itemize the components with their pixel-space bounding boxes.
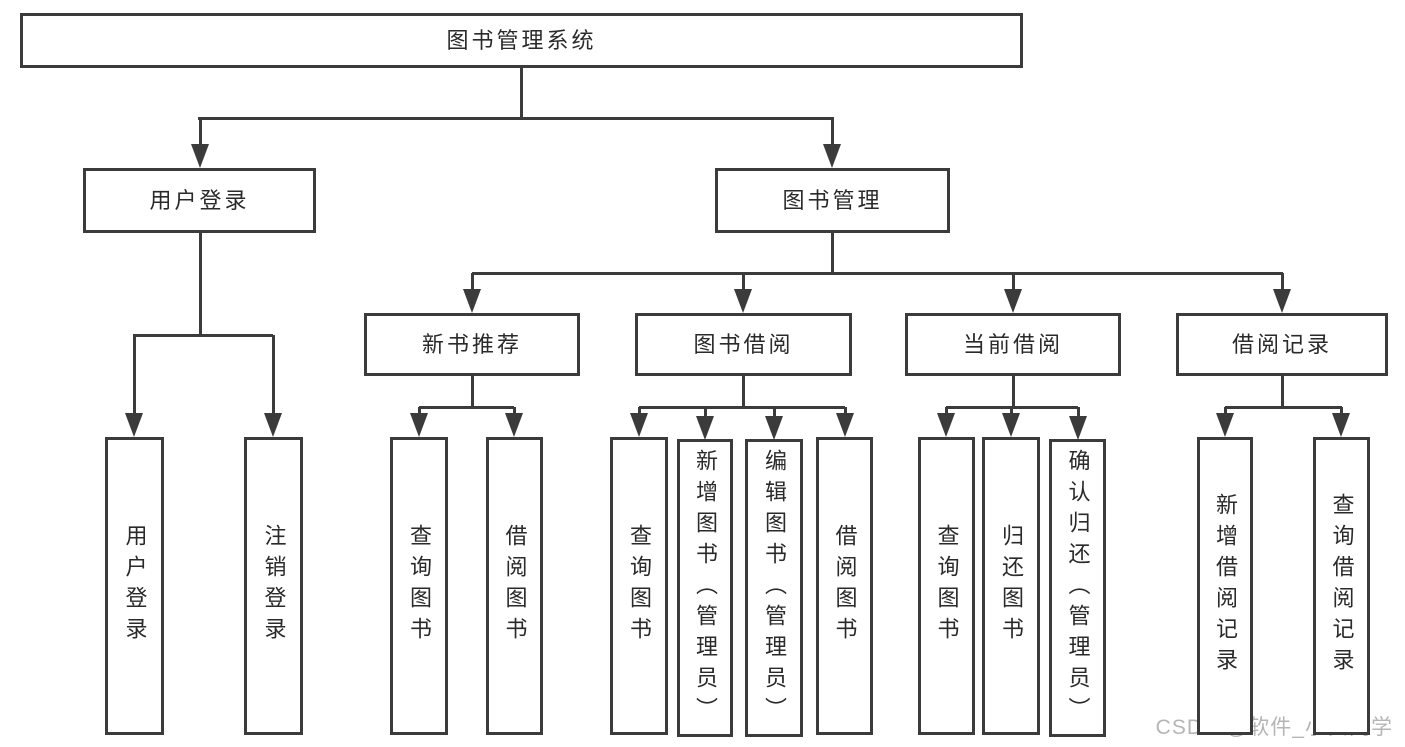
arrow-head-icon bbox=[696, 416, 714, 440]
node-user-login: 用户登录 bbox=[83, 168, 316, 233]
arrow-head-icon bbox=[1069, 416, 1087, 440]
node-label-user-login: 用户登录 bbox=[149, 187, 250, 213]
node-label-current-borrowing: 当前借阅 bbox=[962, 331, 1063, 357]
node-label-query-book-current: 查询图书 bbox=[934, 524, 960, 648]
connector-line-vertical bbox=[1011, 376, 1015, 407]
connector-line-vertical bbox=[519, 68, 523, 118]
arrow-head-icon bbox=[1273, 289, 1291, 313]
arrow-shaft bbox=[843, 407, 847, 415]
node-query-book-recommend: 查询图书 bbox=[390, 437, 448, 735]
node-add-borrow-record: 新增借阅记录 bbox=[1197, 437, 1253, 735]
node-label-user-login-leaf: 用户登录 bbox=[122, 524, 148, 648]
node-label-new-book-recommend: 新书推荐 bbox=[421, 331, 522, 357]
node-label-confirm-return-admin: 确认归还（管理员） bbox=[1065, 448, 1091, 728]
arrow-head-icon bbox=[1004, 289, 1022, 313]
node-edit-book-admin: 编辑图书（管理员） bbox=[745, 439, 803, 737]
arrow-head-icon bbox=[1332, 413, 1350, 437]
arrow-shaft bbox=[271, 335, 275, 415]
arrow-head-icon bbox=[1002, 413, 1020, 437]
connector-line-vertical bbox=[1280, 376, 1284, 407]
node-borrow-book-recommend: 借阅图书 bbox=[486, 437, 543, 735]
node-label-borrow-book-recommend: 借阅图书 bbox=[502, 524, 528, 648]
arrow-head-icon bbox=[630, 413, 648, 437]
arrow-shaft bbox=[132, 335, 136, 415]
arrow-head-icon bbox=[410, 413, 428, 437]
arrow-head-icon bbox=[191, 144, 209, 168]
connector-line-vertical bbox=[830, 233, 834, 273]
connector-line-vertical bbox=[470, 376, 474, 407]
node-label-add-borrow-record: 新增借阅记录 bbox=[1213, 493, 1238, 679]
node-label-root: 图书管理系统 bbox=[446, 27, 597, 53]
arrow-shaft bbox=[741, 273, 745, 291]
node-label-book-borrowing: 图书借阅 bbox=[693, 331, 794, 357]
connector-line-vertical bbox=[741, 376, 745, 407]
arrow-shaft bbox=[637, 407, 641, 415]
node-borrow-records: 借阅记录 bbox=[1176, 313, 1388, 376]
node-book-borrowing: 图书借阅 bbox=[635, 313, 852, 376]
connector-line-horizontal bbox=[639, 405, 845, 409]
node-label-query-book-recommend: 查询图书 bbox=[407, 524, 432, 648]
arrow-head-icon bbox=[836, 413, 854, 437]
node-label-edit-book-admin: 编辑图书（管理员） bbox=[762, 448, 787, 728]
node-root: 图书管理系统 bbox=[20, 13, 1023, 68]
node-label-query-book-borrowing: 查询图书 bbox=[627, 524, 652, 648]
connector-line-horizontal bbox=[198, 116, 834, 120]
connector-line-horizontal bbox=[133, 333, 273, 337]
node-query-book-current: 查询图书 bbox=[918, 437, 975, 735]
node-logout-leaf: 注销登录 bbox=[244, 437, 303, 735]
arrow-shaft bbox=[1009, 407, 1013, 415]
node-new-book-recommend: 新书推荐 bbox=[364, 313, 580, 376]
connector-line-horizontal bbox=[472, 271, 1283, 275]
arrow-shaft bbox=[1280, 273, 1284, 291]
arrow-head-icon bbox=[125, 413, 143, 437]
node-query-borrow-record: 查询借阅记录 bbox=[1313, 437, 1370, 735]
arrow-shaft bbox=[703, 407, 707, 418]
arrow-head-icon bbox=[1216, 413, 1234, 437]
arrow-shaft bbox=[944, 407, 948, 415]
arrow-shaft bbox=[198, 118, 202, 146]
arrow-shaft bbox=[1339, 407, 1343, 415]
arrow-shaft bbox=[830, 118, 834, 146]
node-borrow-book-borrowing: 借阅图书 bbox=[816, 437, 873, 735]
arrow-shaft bbox=[417, 407, 421, 415]
node-query-book-borrowing: 查询图书 bbox=[610, 437, 668, 735]
node-add-book-admin: 新增图书（管理员） bbox=[677, 439, 733, 737]
arrow-shaft bbox=[772, 407, 776, 418]
node-label-add-book-admin: 新增图书（管理员） bbox=[693, 448, 718, 728]
arrow-head-icon bbox=[463, 289, 481, 313]
node-label-borrow-records: 借阅记录 bbox=[1231, 331, 1332, 357]
node-label-logout-leaf: 注销登录 bbox=[261, 524, 287, 648]
node-label-book-management: 图书管理 bbox=[782, 187, 883, 213]
arrow-shaft bbox=[512, 407, 516, 415]
node-current-borrowing: 当前借阅 bbox=[905, 313, 1121, 376]
node-user-login-leaf: 用户登录 bbox=[105, 437, 164, 735]
node-book-management: 图书管理 bbox=[715, 168, 950, 233]
arrow-head-icon bbox=[765, 416, 783, 440]
arrow-shaft bbox=[470, 273, 474, 291]
arrow-head-icon bbox=[505, 413, 523, 437]
node-return-book: 归还图书 bbox=[982, 437, 1040, 735]
node-label-return-book: 归还图书 bbox=[999, 524, 1024, 648]
connector-line-vertical bbox=[198, 233, 202, 335]
arrow-shaft bbox=[1076, 407, 1080, 418]
connector-line-horizontal bbox=[419, 405, 514, 409]
arrow-head-icon bbox=[734, 289, 752, 313]
node-label-borrow-book-borrowing: 借阅图书 bbox=[832, 524, 858, 648]
node-label-query-borrow-record: 查询借阅记录 bbox=[1329, 493, 1355, 679]
arrow-head-icon bbox=[937, 413, 955, 437]
connector-line-horizontal bbox=[1225, 405, 1342, 409]
arrow-head-icon bbox=[264, 413, 282, 437]
arrow-shaft bbox=[1223, 407, 1227, 415]
arrow-shaft bbox=[1011, 273, 1015, 291]
arrow-head-icon bbox=[823, 144, 841, 168]
node-confirm-return-admin: 确认归还（管理员） bbox=[1049, 439, 1106, 737]
